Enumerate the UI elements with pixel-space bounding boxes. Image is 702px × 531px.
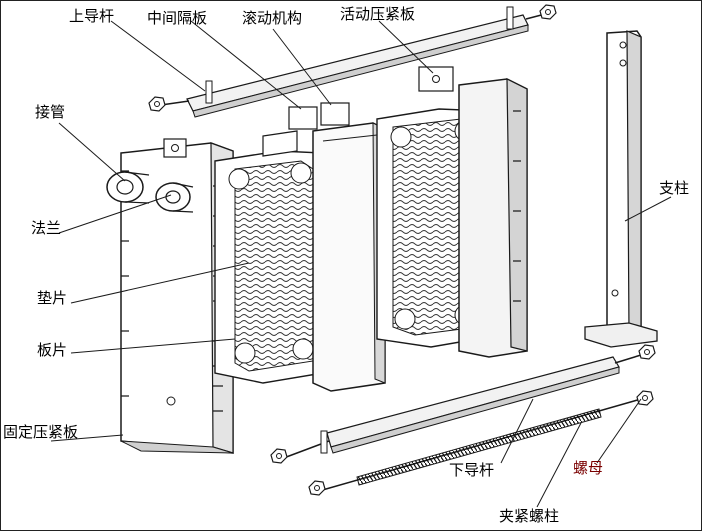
leader-lines xyxy=(50,20,672,508)
bolt-nut-right xyxy=(636,390,654,406)
label-support-column: 支柱 xyxy=(659,179,690,197)
lower-nut-left xyxy=(270,448,288,464)
movable-pressure-plate xyxy=(418,66,528,358)
support-column xyxy=(584,30,658,348)
label-fixed-pressure-plate: 固定压紧板 xyxy=(3,423,79,441)
label-roller-mechanism: 滚动机构 xyxy=(242,9,303,27)
label-lower-guide-bar: 下导杆 xyxy=(449,461,495,479)
flange xyxy=(155,182,194,213)
label-upper-guide-bar: 上导杆 xyxy=(69,7,115,25)
label-gasket: 垫片 xyxy=(37,289,68,307)
label-nut: 螺母 xyxy=(573,459,604,477)
connecting-pipe xyxy=(106,171,150,204)
lower-nut-right xyxy=(638,344,656,360)
label-plate: 板片 xyxy=(37,341,68,359)
plate-pack-front xyxy=(214,130,324,384)
label-connecting-pipe: 接管 xyxy=(35,103,66,121)
upper-guide-bar xyxy=(160,6,550,118)
label-movable-pressure-plate: 活动压紧板 xyxy=(340,5,416,23)
upper-nut-right xyxy=(539,4,557,20)
lower-guide-bar xyxy=(280,354,642,460)
bolt-nut-left xyxy=(308,480,326,496)
clamping-bolt xyxy=(318,398,642,492)
label-middle-partition-plate: 中间隔板 xyxy=(147,9,208,27)
upper-nut-left xyxy=(148,96,166,112)
label-clamping-bolt: 夹紧螺柱 xyxy=(499,507,560,525)
label-flange: 法兰 xyxy=(31,219,62,237)
